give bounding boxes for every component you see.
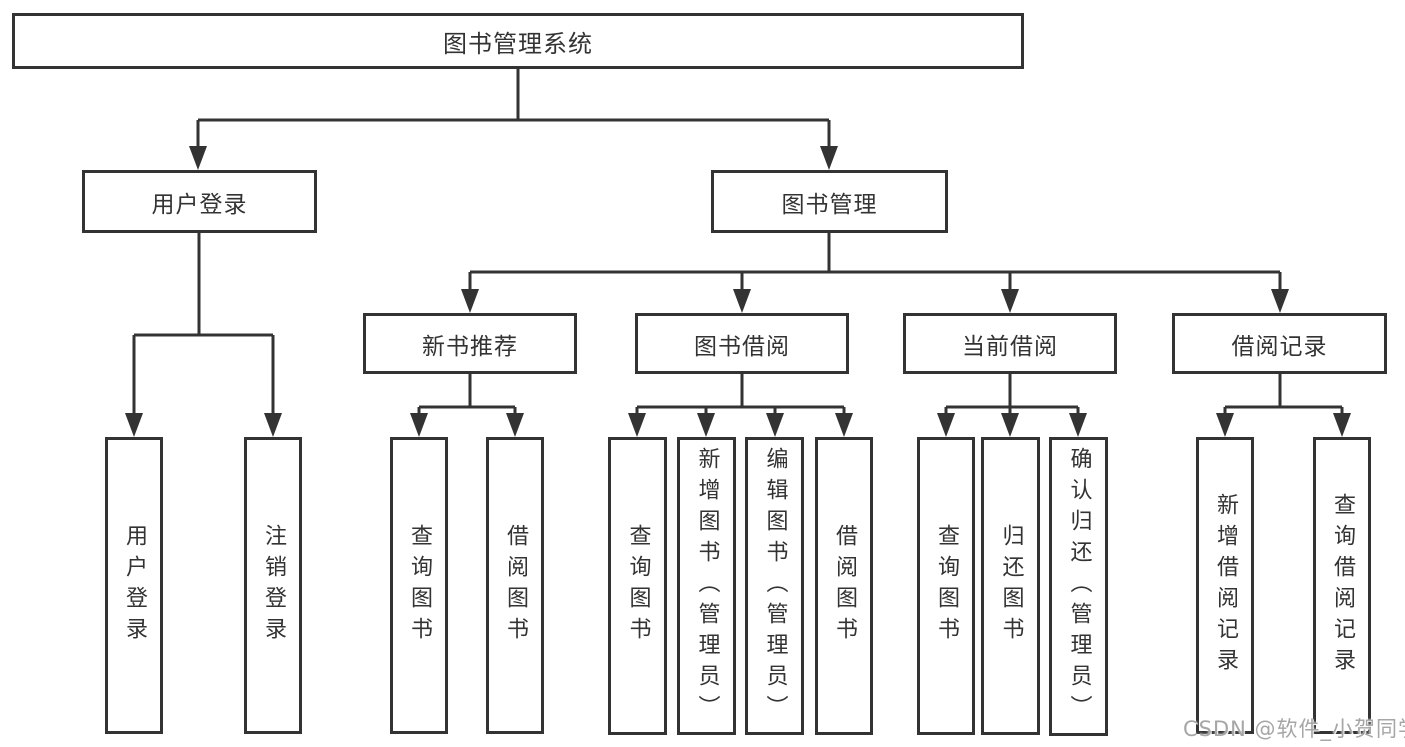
node-borrowing-records: 借阅记录 <box>1172 313 1387 374</box>
node-user-login: 用户登录 <box>82 170 317 233</box>
leaf-confirm-return-admin: 确认归还（管理员） <box>1049 437 1108 736</box>
leaf-query-books-current: 查询图书 <box>917 437 975 735</box>
leaf-logout-login: 注销登录 <box>244 437 302 734</box>
leaf-user-login: 用户登录 <box>105 437 163 734</box>
leaf-return-books: 归还图书 <box>981 437 1040 735</box>
leaf-edit-books-admin: 编辑图书（管理员） <box>745 437 804 735</box>
leaf-add-borrow-record: 新增借阅记录 <box>1196 437 1254 734</box>
leaf-borrow-books: 借阅图书 <box>815 437 873 735</box>
leaf-query-books-recommend: 查询图书 <box>390 437 448 734</box>
leaf-add-books-admin: 新增图书（管理员） <box>677 437 736 735</box>
leaf-query-borrow-record: 查询借阅记录 <box>1313 437 1371 734</box>
node-book-borrowing: 图书借阅 <box>635 313 849 374</box>
node-library-management-system: 图书管理系统 <box>12 13 1024 69</box>
leaf-borrow-books-recommend: 借阅图书 <box>486 437 544 734</box>
node-book-management: 图书管理 <box>711 170 948 233</box>
csdn-watermark: CSDN @软件_小贺同学 <box>1183 717 1405 741</box>
node-new-book-recommendation: 新书推荐 <box>363 313 577 374</box>
node-current-borrowing: 当前借阅 <box>903 313 1117 374</box>
leaf-query-books-borrowing: 查询图书 <box>608 437 667 735</box>
